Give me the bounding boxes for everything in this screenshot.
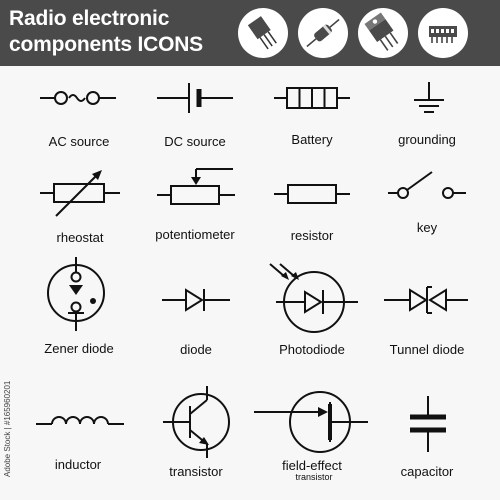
zener-diode-label: Zener diode bbox=[44, 341, 114, 356]
diode-badge-icon bbox=[298, 8, 348, 58]
stock-id-text: Adobe Stock | #165960201 bbox=[3, 380, 12, 478]
zener-diode-symbol bbox=[47, 257, 105, 331]
battery-symbol bbox=[274, 87, 350, 109]
potentiometer-label: potentiometer bbox=[155, 227, 235, 242]
ac-source-label: AC source bbox=[48, 134, 110, 149]
transistor-label: transistor bbox=[169, 464, 223, 479]
transistor-to220-badge-icon bbox=[358, 8, 408, 58]
header-bar: Radio electronic components ICONS bbox=[0, 0, 500, 66]
rheostat-label: rheostat bbox=[56, 230, 104, 245]
photodiode-label: Photodiode bbox=[279, 342, 345, 357]
title-line-1: Radio electronic bbox=[9, 7, 170, 30]
resistor-label: resistor bbox=[290, 228, 334, 243]
capacitor-label: capacitor bbox=[400, 464, 454, 479]
grounding-label: grounding bbox=[398, 132, 456, 147]
resistor-symbol bbox=[274, 184, 350, 204]
capacitor-symbol bbox=[410, 396, 446, 452]
ac-source-symbol bbox=[40, 91, 116, 105]
tunnel-diode-label: Tunnel diode bbox=[389, 342, 465, 357]
inductor-label: inductor bbox=[54, 457, 102, 472]
chip-badge-icon bbox=[418, 8, 468, 58]
battery-label: Battery bbox=[291, 132, 333, 147]
field-effect-sublabel: transistor bbox=[295, 472, 333, 482]
title-line-2: components ICONS bbox=[9, 33, 203, 56]
transistor-badge-icon bbox=[238, 8, 288, 58]
transistor-symbol bbox=[163, 386, 230, 458]
field-effect-transistor-symbol bbox=[254, 391, 368, 453]
grounding-symbol bbox=[414, 82, 444, 113]
inductor-symbol bbox=[36, 416, 124, 425]
dc-source-label: DC source bbox=[164, 134, 226, 149]
field-effect-label: field-effect bbox=[282, 458, 342, 473]
diode-label: diode bbox=[180, 342, 212, 357]
dc-source-symbol bbox=[157, 83, 233, 113]
page-title: Radio electronic components ICONS bbox=[9, 6, 203, 58]
tunnel-diode-symbol bbox=[384, 286, 468, 314]
key-symbol bbox=[388, 171, 466, 199]
key-label: key bbox=[416, 220, 438, 235]
rheostat-symbol bbox=[40, 170, 120, 217]
diode-symbol bbox=[162, 288, 230, 312]
photodiode-symbol bbox=[269, 263, 358, 333]
potentiometer-symbol bbox=[157, 168, 235, 205]
